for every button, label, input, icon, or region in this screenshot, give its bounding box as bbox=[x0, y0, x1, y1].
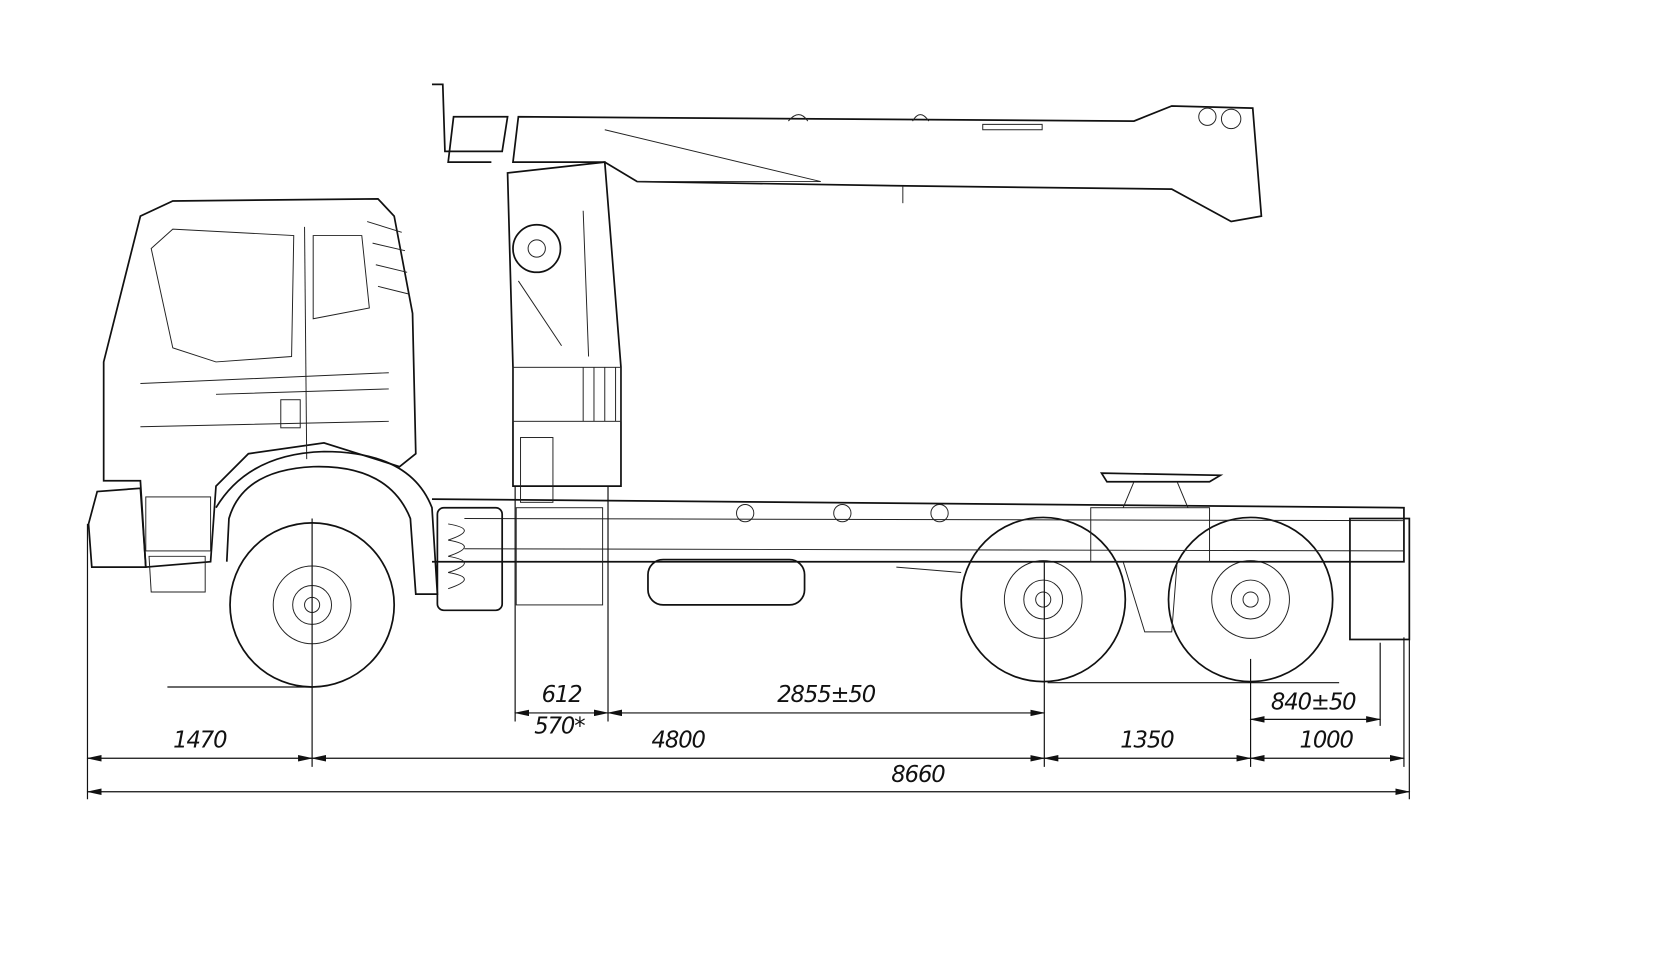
chassis-frame bbox=[431, 472, 1411, 641]
dim-1470: 1470 bbox=[173, 727, 227, 753]
dim-2855: 2855±50 bbox=[777, 682, 876, 708]
dim-4800: 4800 bbox=[652, 727, 706, 753]
crane bbox=[431, 83, 1263, 503]
dim-570: 570* bbox=[534, 713, 585, 739]
dim-840: 840±50 bbox=[1271, 690, 1356, 716]
dim-8660: 8660 bbox=[891, 762, 945, 788]
truck-cab bbox=[87, 197, 439, 595]
dim-1350: 1350 bbox=[1120, 727, 1174, 753]
rear-wheel-1 bbox=[960, 516, 1127, 683]
dimension-lines bbox=[86, 709, 1411, 795]
rear-wheel-2 bbox=[1167, 516, 1334, 683]
dim-612: 612 bbox=[542, 682, 583, 708]
extension-lines bbox=[86, 486, 1410, 800]
dim-1000: 1000 bbox=[1300, 727, 1354, 753]
